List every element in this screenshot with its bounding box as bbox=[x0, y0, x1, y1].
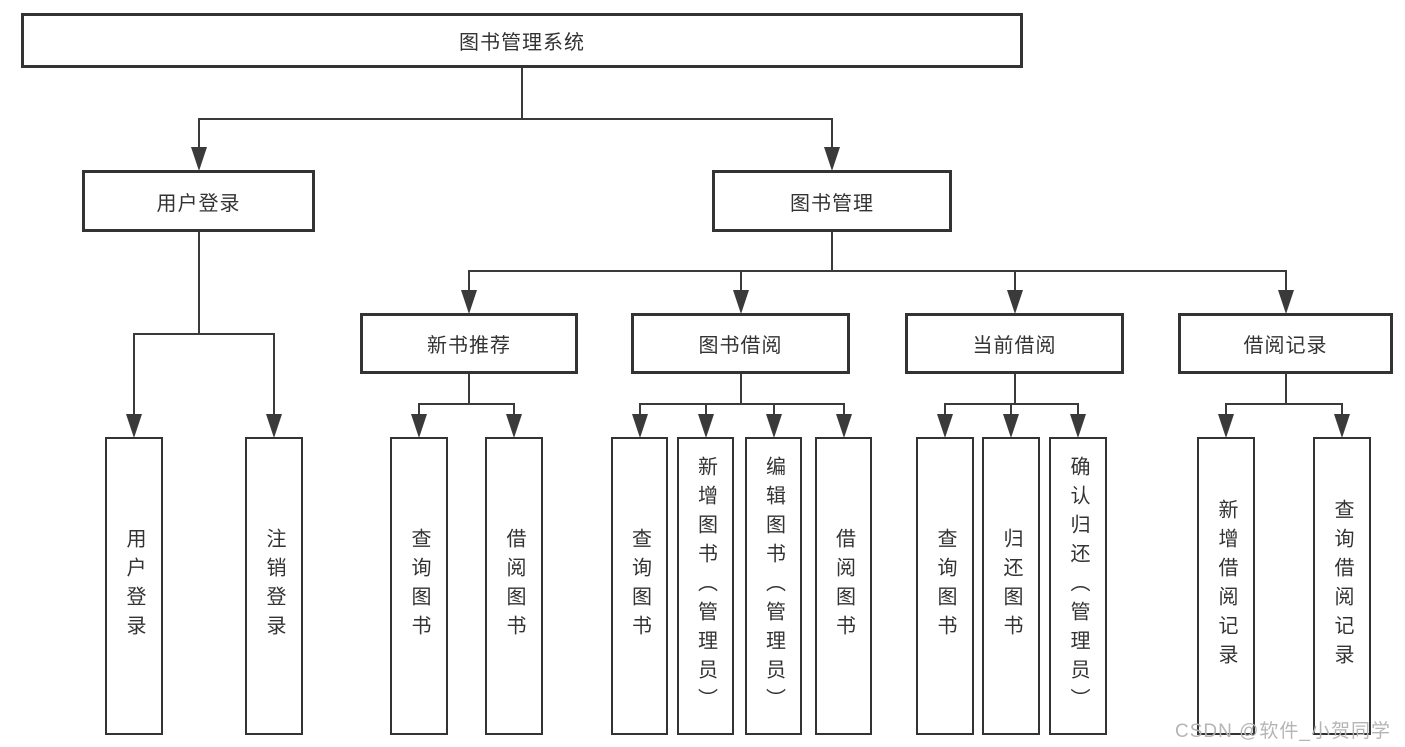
arrowhead-icon bbox=[937, 414, 953, 438]
node-system: 图书管理系统 bbox=[21, 13, 1023, 68]
connector-line bbox=[772, 403, 775, 415]
node-br-query: 查询借阅记录 bbox=[1313, 437, 1371, 735]
node-current-borrow: 当前借阅 bbox=[905, 313, 1124, 374]
node-cb-return: 归还图书 bbox=[982, 437, 1040, 735]
node-bb-edit: 编辑图书（管理员） bbox=[745, 437, 802, 735]
connector-line bbox=[273, 333, 275, 415]
arrowhead-icon bbox=[1070, 414, 1086, 438]
node-bb-borrow: 借阅图书 bbox=[815, 437, 872, 735]
connector-line bbox=[1284, 270, 1287, 291]
node-bb-query: 查询图书 bbox=[611, 437, 668, 735]
connector-line bbox=[1284, 374, 1287, 405]
arrowhead-icon bbox=[631, 414, 648, 438]
arrowhead-icon bbox=[126, 414, 142, 438]
node-label: 当前借阅 bbox=[972, 335, 1057, 357]
watermark: CSDN @软件_小贺同学 bbox=[1175, 721, 1391, 742]
node-label: 查询借阅记录 bbox=[1331, 499, 1353, 673]
arrowhead-icon bbox=[1277, 290, 1294, 314]
connector-line bbox=[1013, 270, 1016, 291]
arrowhead-icon bbox=[1003, 414, 1019, 438]
node-label: 注销登录 bbox=[263, 528, 285, 644]
node-label: 用户登录 bbox=[156, 192, 241, 215]
node-user-login: 用户登录 bbox=[82, 170, 315, 232]
arrowhead-icon bbox=[461, 290, 477, 314]
connector-line bbox=[513, 403, 515, 415]
node-label: 确认归还（管理员） bbox=[1067, 455, 1089, 717]
connector-line bbox=[944, 403, 946, 415]
connector-line bbox=[1341, 403, 1343, 415]
node-label: 图书管理 bbox=[790, 192, 874, 215]
connector-line bbox=[831, 118, 833, 148]
arrowhead-icon bbox=[266, 414, 282, 438]
connector-line bbox=[1225, 403, 1343, 405]
connector-line bbox=[197, 118, 833, 120]
node-label: 图书借阅 bbox=[698, 335, 783, 357]
arrowhead-icon bbox=[697, 414, 714, 438]
node-label: 图书管理系统 bbox=[459, 32, 585, 54]
connector-line bbox=[197, 232, 200, 335]
node-label: 编辑图书（管理员） bbox=[762, 455, 785, 717]
arrowhead-icon bbox=[1218, 414, 1234, 438]
node-nbr-borrow: 借阅图书 bbox=[485, 437, 543, 735]
arrowhead-icon bbox=[1006, 290, 1023, 314]
arrowhead-icon bbox=[190, 147, 207, 171]
arrowhead-icon bbox=[835, 414, 852, 438]
arrowhead-icon bbox=[411, 414, 427, 438]
connector-line bbox=[1013, 374, 1016, 405]
connector-line bbox=[638, 403, 845, 405]
connector-line bbox=[638, 403, 641, 415]
node-book-borrow: 图书借阅 bbox=[631, 313, 850, 374]
connector-line bbox=[739, 374, 742, 405]
connector-line bbox=[133, 333, 275, 335]
node-label: 归还图书 bbox=[1000, 528, 1022, 644]
connector-line bbox=[418, 403, 515, 405]
connector-line bbox=[1225, 403, 1227, 415]
node-nbr-query: 查询图书 bbox=[390, 437, 448, 735]
arrowhead-icon bbox=[732, 290, 749, 314]
arrowhead-icon bbox=[1334, 414, 1350, 438]
connector-line bbox=[1077, 403, 1079, 415]
connector-line bbox=[133, 333, 135, 415]
connector-line bbox=[842, 403, 845, 415]
connector-line bbox=[418, 403, 420, 415]
node-book-mgmt: 图书管理 bbox=[712, 170, 952, 232]
arrowhead-icon bbox=[506, 414, 522, 438]
arrowhead-icon bbox=[824, 147, 840, 171]
connector-line bbox=[468, 270, 1287, 272]
node-logout: 注销登录 bbox=[245, 437, 303, 735]
connector-line bbox=[521, 68, 523, 120]
arrowhead-icon bbox=[765, 414, 782, 438]
connector-line bbox=[831, 232, 833, 272]
node-label: 新增借阅记录 bbox=[1215, 499, 1237, 673]
node-borrow-records: 借阅记录 bbox=[1178, 313, 1393, 374]
node-cb-confirm: 确认归还（管理员） bbox=[1049, 437, 1107, 735]
node-cb-query: 查询图书 bbox=[916, 437, 974, 735]
node-label: 借阅记录 bbox=[1243, 335, 1328, 357]
connector-line bbox=[1010, 403, 1012, 415]
node-label: 用户登录 bbox=[123, 528, 145, 644]
connector-line bbox=[197, 118, 200, 148]
node-label: 查询图书 bbox=[408, 528, 430, 644]
node-label: 查询图书 bbox=[628, 528, 651, 644]
node-new-book-rec: 新书推荐 bbox=[360, 313, 578, 374]
node-label: 借阅图书 bbox=[832, 528, 855, 644]
connector-line bbox=[739, 270, 742, 291]
node-label: 借阅图书 bbox=[503, 528, 525, 644]
connector-line bbox=[468, 374, 470, 405]
node-label: 查询图书 bbox=[934, 528, 956, 644]
connector-line bbox=[704, 403, 707, 415]
node-login: 用户登录 bbox=[105, 437, 163, 735]
node-bb-add: 新增图书（管理员） bbox=[677, 437, 734, 735]
node-label: 新增图书（管理员） bbox=[694, 455, 717, 717]
connector-line bbox=[468, 270, 470, 291]
node-label: 新书推荐 bbox=[427, 335, 511, 357]
node-br-add: 新增借阅记录 bbox=[1197, 437, 1255, 735]
